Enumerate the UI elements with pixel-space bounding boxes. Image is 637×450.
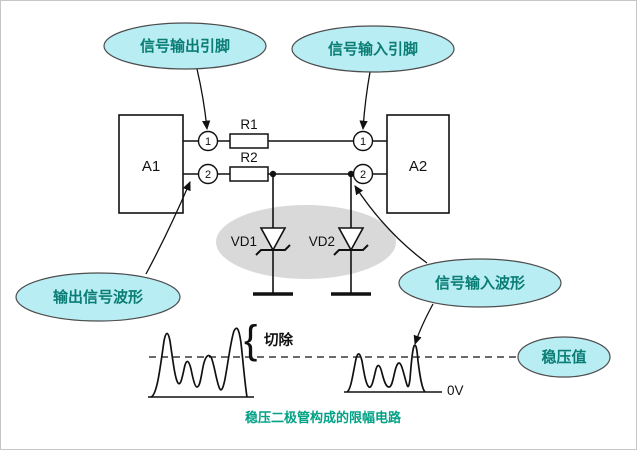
arrow-input-pin xyxy=(359,71,371,131)
input-wave-curve xyxy=(346,344,426,393)
input-waveform: 0V xyxy=(344,344,464,398)
output-wave-curve xyxy=(150,327,248,398)
pin-a1-2: 2 xyxy=(197,163,219,185)
callout-vreg-label: 稳压值 xyxy=(541,348,586,366)
pin-number: 2 xyxy=(360,169,366,181)
callout-output-pin-label: 信号输出引脚 xyxy=(140,37,230,55)
a2-box xyxy=(386,114,450,214)
vd2-triangle xyxy=(337,227,365,252)
arrow-input-wave-to-waveform xyxy=(413,303,434,345)
pin-number: 1 xyxy=(360,136,366,148)
vd1-triangle xyxy=(259,227,287,252)
resistor-r2: R2 xyxy=(229,150,269,182)
block-a2: A2 xyxy=(386,114,450,214)
pin-number: 2 xyxy=(205,169,211,181)
callout-output-wave-label: 输出信号波形 xyxy=(53,288,143,306)
callout-bubble xyxy=(15,272,181,322)
pin-circle xyxy=(197,130,219,152)
callout-input-wave: 信号输入波形 xyxy=(398,258,562,308)
callout-input-pin: 信号输入引脚 xyxy=(291,25,455,73)
zero-volt-label: 0V xyxy=(447,383,464,398)
a1-box xyxy=(118,114,184,214)
block-a1: A1 xyxy=(118,114,184,214)
arrow-output-pin xyxy=(196,68,211,131)
callout-output-wave: 输出信号波形 xyxy=(15,272,181,322)
zener-vd1: VD1 xyxy=(231,174,293,296)
pin-a2-1: 1 xyxy=(352,130,374,152)
callout-bubble xyxy=(291,25,455,73)
arrow-output-wave-to-a1 xyxy=(145,181,191,275)
a2-label: A2 xyxy=(409,158,427,175)
pin-a2-2: 2 xyxy=(352,163,374,185)
pin-circle xyxy=(352,130,374,152)
cut-label: 切除 xyxy=(264,331,293,349)
zener-vd2: VD2 xyxy=(309,174,371,296)
pin-number: 1 xyxy=(205,136,211,148)
callout-bubble xyxy=(103,22,267,70)
diagram-caption: 稳压二极管构成的限幅电路 xyxy=(245,410,402,425)
arrow-input-wave-to-junction xyxy=(354,185,428,264)
r2-label: R2 xyxy=(240,150,257,165)
callout-output-pin: 信号输出引脚 xyxy=(103,22,267,70)
r1-label: R1 xyxy=(240,117,257,132)
output-waveform: { 切除 xyxy=(148,318,293,398)
callout-vreg: 稳压值 xyxy=(517,336,611,378)
callout-input-wave-label: 信号输入波形 xyxy=(435,274,525,292)
vd2-label: VD2 xyxy=(309,234,335,249)
callout-bubble xyxy=(398,258,562,308)
pin-a1-1: 1 xyxy=(197,130,219,152)
pin-circle xyxy=(197,163,219,185)
callout-bubble xyxy=(517,336,611,378)
vd1-label: VD1 xyxy=(231,234,257,249)
r1-body xyxy=(229,133,269,149)
callout-input-pin-label: 信号输入引脚 xyxy=(328,40,418,58)
r2-body xyxy=(229,166,269,182)
a1-label: A1 xyxy=(142,158,160,175)
resistor-r1: R1 xyxy=(229,117,269,149)
cut-brace: { xyxy=(244,318,257,362)
